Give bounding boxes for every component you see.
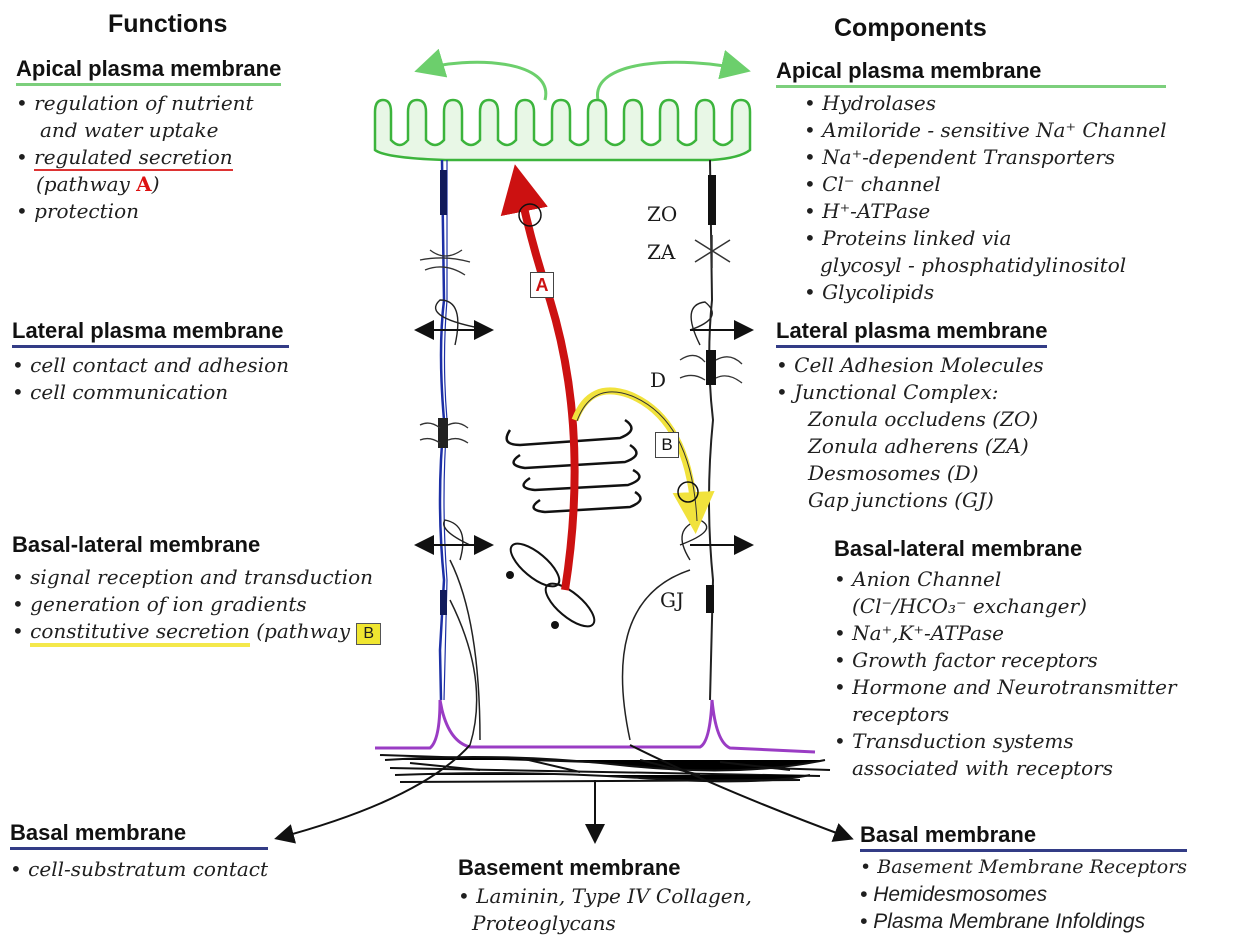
list-item: • generation of ion gradients xyxy=(12,592,307,616)
list-item: Zonula occludens (ZO) xyxy=(808,407,1039,431)
functions-lateral-title: Lateral plasma membrane xyxy=(12,318,290,348)
basement-fibres xyxy=(379,754,831,783)
components-basal-title: Basal membrane xyxy=(860,822,1188,852)
list-item: associated with receptors xyxy=(852,756,1113,780)
apical-arrow-left xyxy=(414,48,548,101)
constitutive-secretion-label: constitutive secretion xyxy=(30,619,250,647)
pathway-b-box: B xyxy=(356,623,382,645)
functions-basal-title: Basal membrane xyxy=(10,820,269,850)
components-header: Components xyxy=(834,14,987,42)
list-item: • protection xyxy=(16,199,139,223)
functions-apical-section: Apical plasma membrane • regulation of n… xyxy=(16,56,282,225)
list-item: glycosyl - phosphatidylinositol xyxy=(820,253,1127,277)
list-item: and water uptake xyxy=(40,118,219,142)
components-lateral-title: Lateral plasma membrane xyxy=(776,318,1048,348)
list-item: • cell communication xyxy=(12,380,229,404)
list-item: • Glycolipids xyxy=(804,280,935,304)
components-basal-section: Basal membrane • Basement Membrane Recep… xyxy=(860,822,1188,935)
pathway-a-arrow xyxy=(500,164,579,591)
list-item: (Cl⁻/HCO₃⁻ exchanger) xyxy=(852,594,1087,618)
pathway-a-label: A xyxy=(530,272,554,298)
junction-label-d: D xyxy=(650,368,667,392)
components-lateral-section: Lateral plasma membrane • Cell Adhesion … xyxy=(776,318,1048,514)
regulated-secretion-label: regulated secretion xyxy=(34,145,233,171)
list-item: • signal reception and transduction xyxy=(12,565,373,589)
junction-label-gj: GJ xyxy=(660,588,684,612)
apical-arrow-right xyxy=(596,49,751,101)
list-item: • cell contact and adhesion xyxy=(12,353,290,377)
list-item: • Na⁺-dependent Transporters xyxy=(804,145,1116,169)
list-item: • Na⁺,K⁺-ATPase xyxy=(834,621,1005,645)
list-item: • Amiloride - sensitive Na⁺ Channel xyxy=(804,118,1167,142)
list-item: • Hormone and Neurotransmitter xyxy=(834,675,1177,699)
components-basal-lateral-title: Basal-lateral membrane xyxy=(834,536,1083,561)
junction-label-zo: ZO xyxy=(647,202,678,226)
list-item: • Cell Adhesion Molecules xyxy=(776,353,1044,377)
microvilli-membrane xyxy=(373,98,752,162)
list-item: • regulation of nutrient xyxy=(16,91,254,115)
components-apical-title: Apical plasma membrane xyxy=(776,58,1167,88)
functions-apical-title: Apical plasma membrane xyxy=(16,56,282,86)
components-apical-section: Apical plasma membrane • Hydrolases • Am… xyxy=(776,58,1167,306)
list-item: Gap junctions (GJ) xyxy=(808,488,994,512)
basal-membrane-line xyxy=(375,699,816,754)
functions-basal-lateral-section: Basal-lateral membrane • signal receptio… xyxy=(12,532,382,647)
list-item: • Proteins linked via xyxy=(804,226,1012,250)
functions-lateral-section: Lateral plasma membrane • cell contact a… xyxy=(12,318,290,406)
list-item: • regulated secretion xyxy=(16,145,233,171)
list-item: (pathway A) xyxy=(36,172,160,196)
right-lateral-membrane xyxy=(708,159,715,701)
list-item: • Cl⁻ channel xyxy=(804,172,941,196)
list-item: • constitutive secretion (pathway B xyxy=(12,618,382,647)
components-basal-lateral-section: Basal-lateral membrane • Anion Channel (… xyxy=(834,536,1177,782)
list-item: • Hemidesmosomes xyxy=(860,883,1048,906)
list-item: • Plasma Membrane Infoldings xyxy=(860,910,1146,933)
list-item: Proteoglycans xyxy=(472,911,616,935)
functions-basal-lateral-title: Basal-lateral membrane xyxy=(12,532,261,557)
pathway-b-label: B xyxy=(655,432,679,458)
list-item: • Anion Channel xyxy=(834,567,1002,591)
list-item: • Hydrolases xyxy=(804,91,936,115)
basement-membrane-section: Basement membrane • Laminin, Type IV Col… xyxy=(458,855,752,937)
list-item: • H⁺-ATPase xyxy=(804,199,931,223)
junction-label-za: ZA xyxy=(647,240,676,264)
list-item: • Laminin, Type IV Collagen, xyxy=(458,884,752,908)
functions-basal-section: Basal membrane • cell-substratum contact xyxy=(10,820,269,883)
pathway-a-letter: A xyxy=(136,172,152,196)
list-item: Desmosomes (D) xyxy=(808,461,979,485)
list-item: • Growth factor receptors xyxy=(834,648,1098,672)
list-item: • cell-substratum contact xyxy=(10,857,269,881)
list-item: • Basement Membrane Receptors xyxy=(860,856,1188,878)
list-item: receptors xyxy=(852,702,950,726)
list-item: • Transduction systems xyxy=(834,729,1074,753)
basement-membrane-title: Basement membrane xyxy=(458,855,681,880)
list-item: Zonula adherens (ZA) xyxy=(808,434,1029,458)
functions-header: Functions xyxy=(108,10,228,38)
list-item: • Junctional Complex: xyxy=(776,380,999,404)
